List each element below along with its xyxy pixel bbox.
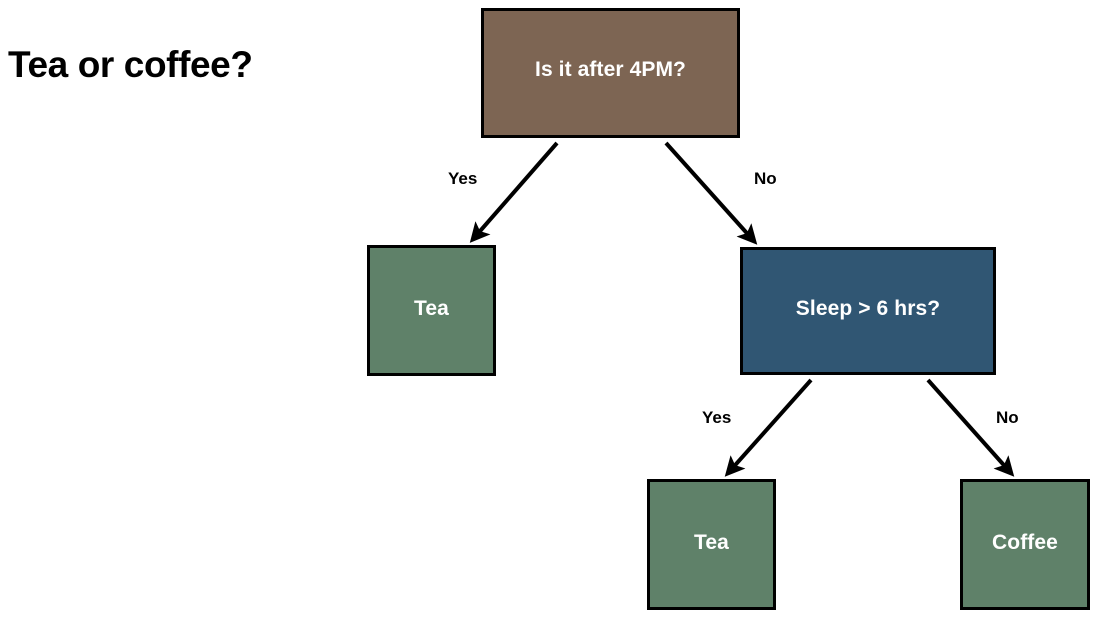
- edge-label-root-yes: Yes: [448, 169, 478, 188]
- node-root[interactable]: Is it after 4PM?: [481, 8, 740, 138]
- node-label-sleep: Sleep > 6 hrs?: [795, 296, 941, 320]
- node-coffee[interactable]: Coffee: [960, 479, 1090, 610]
- node-label-root: Is it after 4PM?: [535, 57, 686, 81]
- page-title: Tea or coffee?: [8, 44, 253, 85]
- node-tea1[interactable]: Tea: [367, 245, 496, 376]
- edge-root-no: [664, 141, 758, 245]
- edge-label-sleep-no: No: [996, 408, 1019, 427]
- node-label-tea1: Tea: [414, 297, 449, 320]
- edge-sleep-yes: [724, 378, 813, 477]
- node-sleep[interactable]: Sleep > 6 hrs?: [740, 247, 996, 375]
- edge-label-root-no: No: [754, 169, 777, 188]
- node-label-tea2: Tea: [694, 531, 729, 554]
- node-label-coffee: Coffee: [992, 531, 1058, 554]
- edge-label-sleep-yes: Yes: [702, 408, 732, 427]
- node-tea2[interactable]: Tea: [647, 479, 776, 610]
- edge-root-yes: [469, 141, 559, 243]
